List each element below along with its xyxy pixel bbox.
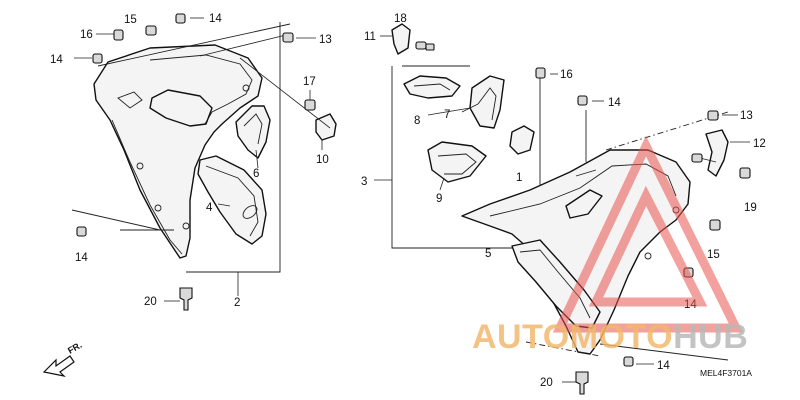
watermark: AUTOMOTOHUB [472, 135, 748, 356]
callout-14d: 14 [608, 97, 621, 109]
screw-14c [76, 226, 87, 237]
hardware [74, 13, 751, 395]
callout-11: 11 [364, 31, 376, 43]
callout-16a: 16 [80, 29, 93, 41]
callout-13b: 13 [740, 110, 753, 122]
grommet-13a [282, 32, 294, 43]
left-cowl-assembly [71, 22, 291, 273]
duct-plate-9 [427, 141, 487, 183]
callout-8: 8 [414, 115, 420, 127]
screw-14a [175, 13, 186, 24]
fastener-15b [709, 219, 721, 231]
callout-14b: 14 [50, 54, 63, 66]
screw-14b [92, 53, 103, 64]
screw-14d [577, 95, 588, 106]
callout-7: 7 [444, 109, 450, 121]
clip-10 [315, 113, 337, 141]
callout-14f: 14 [657, 360, 670, 372]
clip-16b [535, 67, 546, 79]
left-lower-panel [197, 155, 267, 245]
callout-14c: 14 [75, 252, 88, 264]
fastener-15a [145, 25, 157, 36]
callout-17: 17 [303, 76, 316, 88]
callout-12: 12 [753, 138, 766, 150]
callout-19: 19 [744, 202, 757, 214]
diagram-code: MEL4F3701A [700, 368, 752, 378]
watermark-text: AUTOMOTOHUB [472, 318, 748, 356]
left-cowl-vent [149, 89, 213, 127]
callout-15a: 15 [124, 14, 137, 26]
callout-15b: 15 [707, 249, 720, 261]
bracket-11 [391, 23, 411, 55]
callout-5: 5 [485, 248, 491, 260]
spacer-block [509, 125, 535, 155]
callout-16b: 16 [560, 69, 573, 81]
front-label: FR. [66, 340, 84, 356]
left-cowl-emblem [117, 91, 143, 109]
callout-20a: 20 [144, 296, 157, 308]
callout-labels: 1 2 3 4 5 6 7 8 9 10 11 12 13 13 14 14 1… [50, 13, 766, 389]
front-arrow-icon [42, 355, 75, 377]
right-cowl-emblem [565, 189, 603, 219]
stay-12 [705, 129, 729, 177]
callout-14a: 14 [209, 13, 222, 25]
left-small-panel [235, 105, 271, 159]
callout-2: 2 [234, 297, 240, 309]
front-direction-indicator: FR. [42, 340, 84, 377]
bolt-19 [739, 167, 751, 179]
nut-17 [304, 99, 316, 111]
callout-10: 10 [316, 154, 329, 166]
clip-16a [113, 29, 124, 41]
screw-14f [623, 356, 634, 367]
bolt-20a [179, 287, 193, 311]
callout-1: 1 [516, 172, 522, 184]
callout-18: 18 [394, 13, 407, 25]
callout-13a: 13 [319, 34, 332, 46]
left-cowl-shell [93, 44, 263, 259]
duct-plate-7 [469, 75, 505, 129]
callout-3: 3 [361, 176, 367, 188]
grommet-13b [707, 110, 719, 121]
callout-9: 9 [436, 193, 442, 205]
bolt-18 [415, 41, 427, 50]
watermark-triangle-icon [552, 135, 744, 333]
bolt-20b [575, 371, 589, 395]
callout-6: 6 [253, 168, 259, 180]
duct-plate-8 [403, 75, 461, 99]
callout-20b: 20 [540, 377, 553, 389]
right-cowl-assembly [391, 65, 729, 361]
callout-4: 4 [206, 202, 213, 214]
